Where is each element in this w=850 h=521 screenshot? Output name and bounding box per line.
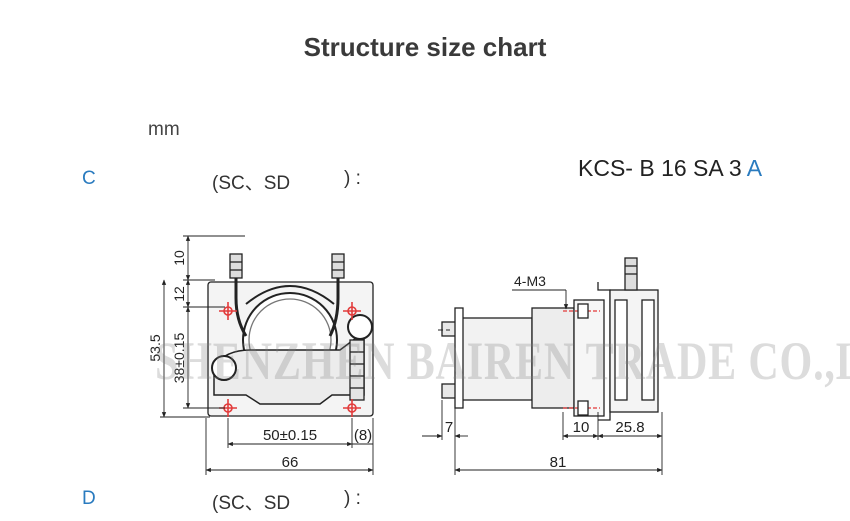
dim-81-label: 81 — [550, 454, 567, 471]
nozzle-left — [229, 253, 243, 279]
dim-12-label: 12 — [171, 286, 187, 302]
hole-top-right — [343, 302, 361, 320]
section-d-close: ) : — [344, 488, 361, 509]
dim-50-label: 50±0.15 — [263, 427, 317, 444]
dim-4-m3-label: 4-M3 — [514, 273, 546, 289]
watermark-text: SHENZHEN BAIREN TRADE CO.,LIMITED — [155, 331, 850, 391]
pump-rotor-side — [614, 299, 628, 401]
dim-10b-label: 10 — [573, 419, 590, 436]
side-view — [441, 257, 659, 421]
roller-right — [347, 314, 373, 340]
page-title: Structure size chart — [303, 32, 547, 62]
hole-top-left — [219, 302, 237, 320]
side-dimensions — [422, 289, 663, 475]
section-c-close: ) : — [344, 168, 361, 189]
section-d-paren: (SC、SD — [212, 493, 291, 514]
gearbox — [531, 307, 575, 409]
dim-7-label: 7 — [445, 419, 453, 436]
dimension-labels: 10 12 38±0.15 53.5 50±0.15 (8) 66 4-M3 7… — [147, 250, 645, 471]
unit-label: mm — [148, 119, 180, 140]
dim-10-label: 10 — [171, 250, 187, 266]
dim-38-label: 38±0.15 — [171, 333, 187, 384]
dim-25-8-label: 25.8 — [615, 419, 644, 436]
roller-left — [211, 355, 237, 381]
hole-bottom-right — [343, 399, 361, 417]
motor-body — [461, 317, 533, 401]
model-suffix: A — [746, 155, 763, 181]
section-c-paren: (SC、SD — [212, 173, 291, 194]
section-d-letter: D — [82, 488, 96, 509]
section-d-heading: D (SC、SD ) : — [82, 488, 402, 514]
mounting-holes — [219, 302, 361, 417]
flange — [573, 299, 605, 417]
dim-66-label: 66 — [282, 454, 299, 471]
dim-53-5-label: 53.5 — [147, 334, 163, 361]
hinge-right — [349, 339, 365, 401]
nozzle-right — [331, 253, 345, 279]
dim-8-label: (8) — [354, 427, 372, 444]
tube-right — [328, 258, 340, 337]
front-dimensions — [160, 235, 374, 475]
motor-end-cap — [454, 307, 464, 409]
front-view — [207, 253, 374, 417]
tube-left — [234, 258, 248, 337]
section-c-letter: C — [82, 168, 96, 189]
pump-top-arc — [245, 285, 335, 305]
model-prefix: KCS- B 16 SA 3 — [578, 155, 747, 181]
section-c-heading: C (SC、SD ) : — [82, 168, 402, 194]
pump-cover-side — [641, 299, 655, 401]
model-number: KCS- B 16 SA 3 A — [578, 155, 762, 182]
